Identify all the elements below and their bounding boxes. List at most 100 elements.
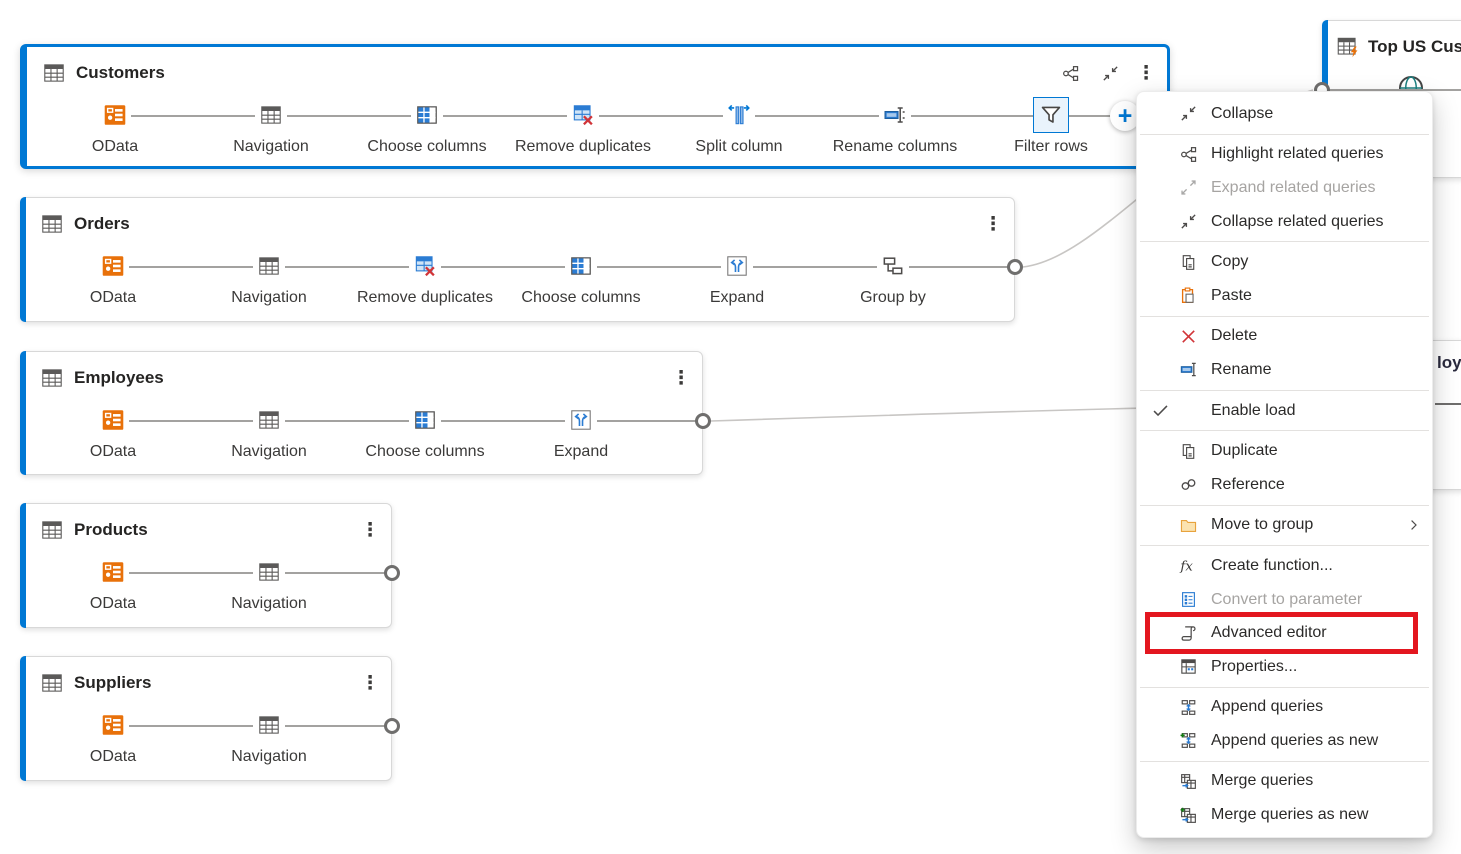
card-accent-bar (20, 351, 26, 475)
step-odata[interactable]: OData (38, 250, 188, 307)
menu-item-label: Highlight related queries (1211, 145, 1384, 163)
menu-item-rename[interactable]: Rename (1137, 353, 1432, 387)
table-icon (255, 99, 287, 131)
odata-icon (97, 709, 129, 741)
ellipsis-icon[interactable]: ⋮ (360, 519, 380, 541)
choose-columns-icon (565, 250, 597, 282)
advanced-editor-icon (1179, 624, 1211, 643)
copy-icon (1179, 253, 1211, 272)
output-connector[interactable] (384, 718, 400, 734)
card-accent-bar (20, 656, 26, 781)
menu-item-paste[interactable]: Paste (1137, 279, 1432, 313)
step-filter-rows[interactable]: Filter rows (976, 97, 1126, 156)
step-expand[interactable]: Expand (662, 250, 812, 307)
step-connector-line (113, 572, 391, 574)
menu-item-create-function[interactable]: fx Create function... (1137, 549, 1432, 583)
step-group-by[interactable]: Group by (818, 250, 968, 307)
step-odata[interactable]: OData (40, 99, 190, 156)
step-navigation[interactable]: Navigation (194, 709, 344, 766)
step-remove-duplicates[interactable]: Remove duplicates (350, 250, 500, 307)
menu-separator (1140, 760, 1429, 762)
highlight-related-queries-icon[interactable] (1059, 62, 1081, 84)
step-navigation[interactable]: Navigation (196, 99, 346, 156)
menu-item-properties[interactable]: Properties... (1137, 650, 1432, 684)
card-title-partial: loy (1437, 353, 1461, 372)
menu-item-collapse-related-queries[interactable]: Collapse related queries (1137, 205, 1432, 239)
odata-icon (97, 404, 129, 436)
collapse-card-icon[interactable] (1099, 62, 1121, 84)
table-icon (253, 709, 285, 741)
step-label: OData (89, 748, 137, 765)
step-choose-columns[interactable]: Choose columns (350, 404, 500, 461)
menu-item-expand-related-queries[interactable]: Expand related queries (1137, 171, 1432, 205)
menu-item-label: Move to group (1211, 516, 1314, 534)
menu-item-merge-queries-as-new[interactable]: Merge queries as new (1137, 798, 1432, 832)
step-connector-line (113, 420, 702, 422)
ellipsis-icon[interactable]: ⋮ (671, 367, 691, 389)
output-connector[interactable] (1007, 259, 1023, 275)
step-label: Group by (860, 289, 926, 306)
menu-item-copy[interactable]: Copy (1137, 245, 1432, 279)
append-new-icon (1179, 731, 1211, 750)
menu-item-label: Enable load (1211, 401, 1296, 419)
menu-item-delete[interactable]: Delete (1137, 320, 1432, 354)
step-label: Navigation (231, 595, 307, 612)
step-odata[interactable]: OData (38, 556, 188, 613)
menu-item-collapse[interactable]: Collapse (1137, 97, 1432, 131)
menu-item-append-queries-as-new[interactable]: Append queries as new (1137, 724, 1432, 758)
step-label: Navigation (231, 289, 307, 306)
menu-item-advanced-editor[interactable]: Advanced editor (1137, 616, 1432, 650)
choose-columns-icon (411, 99, 443, 131)
table-icon (39, 517, 65, 543)
menu-item-enable-load[interactable]: Enable load (1137, 394, 1432, 428)
step-remove-duplicates[interactable]: Remove duplicates (508, 99, 658, 156)
card-title: Customers (76, 63, 165, 82)
step-label: Remove duplicates (356, 289, 494, 306)
table-icon (39, 211, 65, 237)
table-icon (39, 365, 65, 391)
step-split-column[interactable]: Split column (664, 99, 814, 156)
menu-item-merge-queries[interactable]: Merge queries (1137, 765, 1432, 799)
ellipsis-icon[interactable]: ⋮ (983, 213, 1003, 235)
step-navigation[interactable]: Navigation (194, 404, 344, 461)
step-label: OData (89, 443, 137, 460)
output-connector[interactable] (384, 565, 400, 581)
menu-separator (1140, 241, 1429, 243)
step-choose-columns[interactable]: Choose columns (506, 250, 656, 307)
ellipsis-icon[interactable]: ⋮ (360, 672, 380, 694)
menu-item-label: Create function... (1211, 556, 1333, 574)
menu-item-append-queries[interactable]: Append queries (1137, 691, 1432, 725)
menu-item-highlight-related-queries[interactable]: Highlight related queries (1137, 138, 1432, 172)
output-connector[interactable] (695, 413, 711, 429)
step-expand[interactable]: Expand (506, 404, 656, 461)
rename-icon (1179, 360, 1211, 379)
table-icon (39, 670, 65, 696)
card-accent-bar (20, 503, 26, 628)
parameter-icon (1179, 590, 1211, 609)
step-rename-columns[interactable]: Rename columns (820, 99, 970, 156)
menu-item-reference[interactable]: Reference (1137, 468, 1432, 502)
ellipsis-icon[interactable]: ⋮ (1136, 62, 1156, 84)
steps-row: OData Navigation (21, 657, 391, 780)
menu-item-move-to-group[interactable]: Move to group (1137, 509, 1432, 543)
menu-item-duplicate[interactable]: Duplicate (1137, 434, 1432, 468)
menu-item-convert-to-parameter[interactable]: Convert to parameter (1137, 583, 1432, 617)
step-odata[interactable]: OData (38, 404, 188, 461)
card-title: Employees (74, 368, 164, 387)
step-odata[interactable]: OData (38, 709, 188, 766)
check-icon (1151, 401, 1179, 420)
svg-text:fx: fx (1179, 560, 1193, 575)
group-by-icon (877, 250, 909, 282)
step-choose-columns[interactable]: Choose columns (352, 99, 502, 156)
step-navigation[interactable]: Navigation (194, 556, 344, 613)
step-navigation[interactable]: Navigation (194, 250, 344, 307)
paste-icon (1179, 286, 1211, 305)
